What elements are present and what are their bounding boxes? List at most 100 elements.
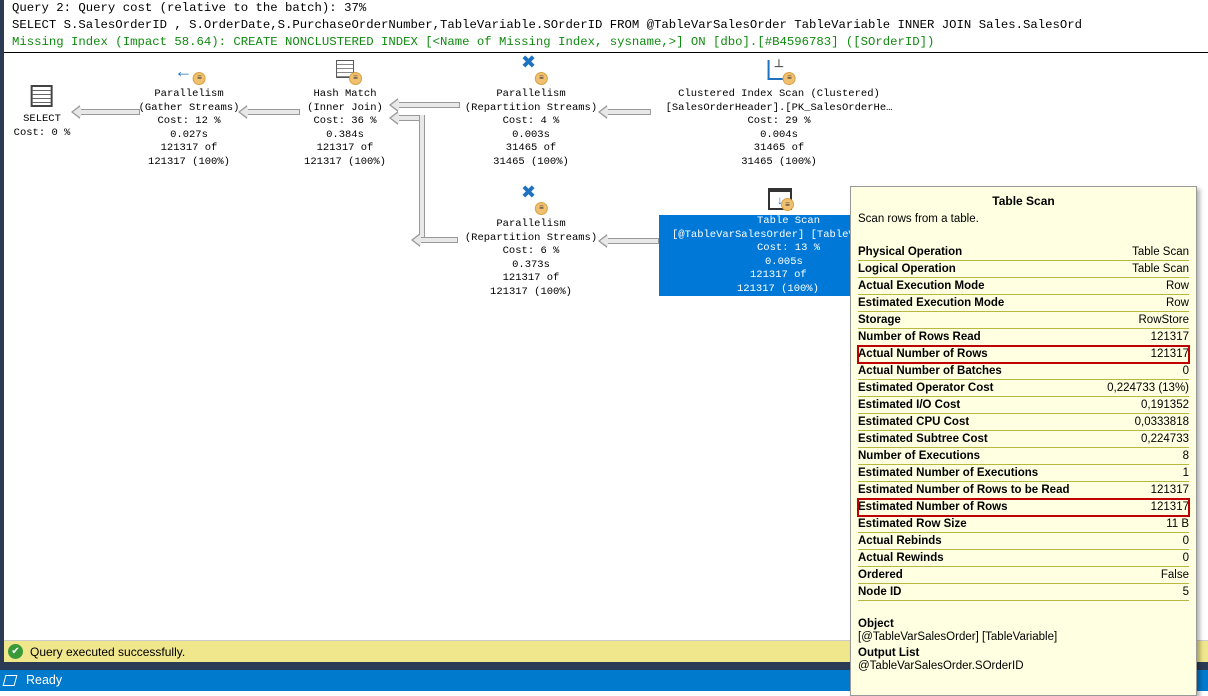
node-hash-match[interactable]: ≡ Hash Match (Inner Join) Cost: 36 % 0.3… [304,58,386,169]
node-label: Parallelism [154,88,224,100]
property-name: Physical Operation [858,246,963,258]
property-name: Estimated Row Size [858,518,967,530]
divider [0,662,1208,670]
property-value: Table Scan [1132,246,1189,258]
tooltip-property-row: Actual Number of Rows 121317 [857,345,1190,364]
property-name: Node ID [858,586,902,598]
node-time: 0.027s [170,128,208,141]
operator-tooltip: Table Scan Scan rows from a table. Physi… [850,186,1197,696]
table-scan-icon: ↓≡ [768,188,794,211]
tooltip-property-row: Estimated Subtree Cost 0,224733 [858,431,1189,448]
parallel-badge-icon: ≡ [534,202,548,215]
query-sql: SELECT S.SalesOrderID , S.OrderDate,S.Pu… [12,18,1083,32]
left-border [0,0,4,670]
node-parallelism-repartition-bottom[interactable]: ✖≡ Parallelism (Repartition Streams) Cos… [464,185,598,299]
node-sublabel: [@TableVarSalesOrder] [TableV [672,228,851,241]
node-cost: Cost: 4 % [502,115,560,127]
node-rows: 121317 of [160,142,218,154]
property-value: 121317 [1150,501,1189,513]
property-value: False [1160,569,1189,581]
ready-label: Ready [26,673,63,687]
parallelism-repartition-icon: ✖≡ [518,185,548,215]
property-value: 121317 [1150,348,1189,360]
property-name: Estimated Execution Mode [858,297,1005,309]
node-rows-total: 121317 (100%) [490,285,572,298]
property-value: 0,191352 [1141,399,1189,411]
node-rows-total: 121317 (100%) [148,155,230,168]
node-time: 0.384s [326,128,364,141]
property-value: 0,0333818 [1134,416,1189,428]
property-value: 0,224733 [1141,433,1189,445]
arrow-tscan-to-repart2 [598,234,659,248]
arrow-repart2-to-hash-bottom [411,233,458,247]
parallel-badge-icon: ≡ [534,72,548,85]
property-name: Actual Number of Rows [858,348,988,360]
node-cost: Cost: 29 % [747,115,811,127]
output-list-label: Output List [858,647,920,659]
node-table-scan[interactable]: Table Scan [@TableVarSalesOrder] [TableV… [659,215,851,296]
parallel-badge-icon: ≡ [781,198,794,211]
node-rows: 121317 of [316,142,374,154]
property-value: 121317 [1150,484,1189,496]
object-value: [@TableVarSalesOrder] [TableVariable] [858,631,1058,643]
property-name: Storage [858,314,901,326]
node-rows-total: 121317 (100%) [304,155,386,168]
property-name: Actual Rewinds [858,552,944,564]
property-value: 121317 [1150,331,1189,343]
tooltip-title: Table Scan [992,194,1055,208]
property-name: Estimated Operator Cost [858,382,994,394]
node-time: 0.373s [512,258,550,271]
node-rows: 31465 of [505,142,557,154]
property-value: 0 [1182,535,1189,547]
object-label: Object [858,618,894,630]
missing-index-hint[interactable]: Missing Index (Impact 58.64): CREATE NON… [12,35,935,49]
node-clustered-index-scan[interactable]: ┴≡ Clustered Index Scan (Clustered) [Sal… [665,58,893,169]
property-name: Estimated Subtree Cost [858,433,988,445]
property-value: 11 B [1166,518,1189,530]
query-cost: Query 2: Query cost (relative to the bat… [12,1,367,15]
node-label: Parallelism [496,218,566,230]
node-time: 0.003s [512,128,550,141]
node-select[interactable]: SELECT Cost: 0 % [13,85,71,140]
parallel-badge-icon: ≡ [783,72,796,85]
node-cost: Cost: 36 % [313,115,377,127]
arrow-repart1-to-hash [389,98,460,112]
node-parallelism-gather[interactable]: ←≡ Parallelism (Gather Streams) Cost: 12… [139,58,240,169]
node-time: 0.004s [760,128,798,141]
property-value: 0,224733 (13%) [1107,382,1189,394]
node-cost: Cost: 0 % [13,126,71,139]
node-parallelism-repartition-top[interactable]: ✖≡ Parallelism (Repartition Streams) Cos… [465,55,597,169]
property-name: Estimated Number of Rows [858,501,1008,513]
node-cost: Cost: 12 % [157,115,221,127]
separator [4,52,1208,53]
node-label: Parallelism [496,88,566,100]
node-sublabel: [SalesOrderHeader].[PK_SalesOrderHe… [665,101,893,114]
property-name: Actual Execution Mode [858,280,985,292]
node-time: 0.005s [765,255,803,268]
property-value: Table Scan [1132,263,1189,275]
property-value: 5 [1182,586,1189,598]
property-value: RowStore [1138,314,1190,326]
property-value: Row [1165,280,1189,292]
ready-icon [2,675,18,686]
parallelism-gather-icon: ←≡ [176,58,206,85]
tooltip-property-row: Storage RowStore [858,312,1189,329]
property-name: Ordered [858,569,903,581]
node-cost: Cost: 6 % [502,245,560,257]
node-rows: 121317 of [502,272,560,284]
node-sublabel: (Gather Streams) [138,101,240,114]
arrow-cis-to-repart1 [598,105,651,119]
node-sublabel: (Repartition Streams) [464,231,598,244]
clustered-index-scan-icon: ┴≡ [766,58,796,85]
node-rows-total: 31465 (100%) [741,155,817,168]
property-name: Estimated Number of Rows to be Read [858,484,1070,496]
